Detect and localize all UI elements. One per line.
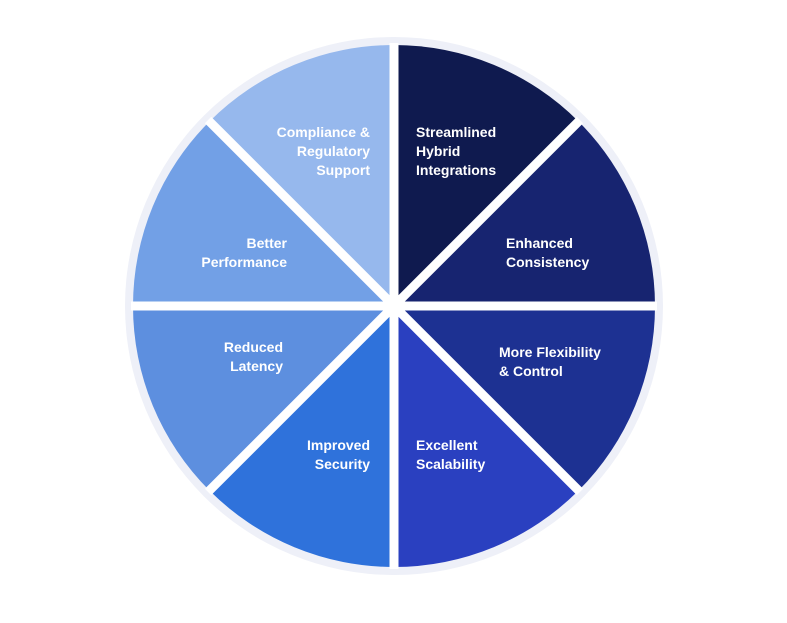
segment-label-line: & Control (499, 363, 563, 379)
segment-label-line: Enhanced (506, 235, 573, 251)
segment-label-line: Security (315, 456, 370, 472)
wheel-segments (133, 45, 655, 567)
segment-label-line: Compliance & (277, 124, 370, 140)
segment-improved-security (209, 306, 394, 567)
segment-divider (390, 116, 584, 310)
segment-label-line: Streamlined (416, 124, 496, 140)
wheel-dividers (131, 43, 657, 569)
segment-label-line: Better (247, 235, 288, 251)
segment-compliance-regulatory-support (209, 45, 394, 306)
segment-label-line: Integrations (416, 162, 496, 178)
segment-label-line: Hybrid (416, 143, 460, 159)
segment-label-line: Consistency (506, 254, 589, 270)
segment-label-line: More Flexibility (499, 344, 601, 360)
segment-divider (204, 116, 398, 310)
segment-label-line: Latency (230, 358, 283, 374)
segment-divider (390, 302, 584, 496)
segment-label-line: Regulatory (297, 143, 370, 159)
segment-streamlined-hybrid-integrations (394, 45, 579, 306)
segment-label-line: Performance (201, 254, 287, 270)
segment-excellent-scalability (394, 306, 579, 567)
segment-more-flexibility-control (394, 306, 655, 491)
segment-reduced-latency (133, 306, 394, 491)
segment-label-more-flexibility-control: More Flexibility & Control (499, 344, 601, 379)
segment-enhanced-consistency (394, 121, 655, 306)
segment-label-line: Reduced (224, 339, 283, 355)
segment-divider (204, 302, 398, 496)
segment-label-line: Excellent (416, 437, 478, 453)
segment-label-line: Scalability (416, 456, 485, 472)
segment-label-line: Improved (307, 437, 370, 453)
segment-better-performance (133, 121, 394, 306)
segment-label-line: Support (316, 162, 370, 178)
